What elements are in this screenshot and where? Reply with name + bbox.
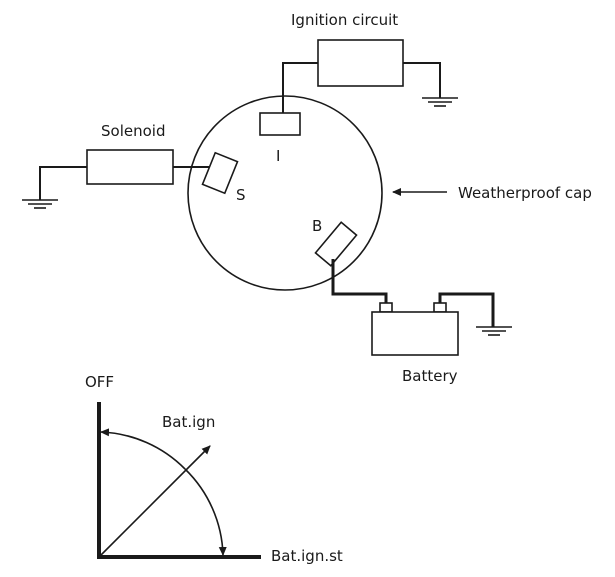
terminal-s (201, 151, 239, 195)
terminal-i (259, 112, 301, 136)
ignition-circuit-box (317, 39, 404, 87)
solenoid-circuit: Solenoid (22, 122, 210, 209)
battery-label: Battery (402, 367, 458, 385)
position-bat-ign-label: Bat.ign (162, 413, 215, 431)
battery-circuit: Battery (331, 259, 512, 385)
ground-icon (422, 97, 458, 107)
terminal-b-label: B (312, 217, 322, 235)
ignition-circuit-label: Ignition circuit (291, 11, 398, 29)
ignition-wire (282, 62, 318, 113)
terminal-s-label: S (236, 186, 246, 204)
ground-icon (22, 199, 58, 209)
terminal-b (314, 221, 358, 267)
switch-body (187, 95, 383, 291)
solenoid-label: Solenoid (101, 122, 165, 140)
battery-negative-wire (438, 292, 495, 327)
ground-icon (476, 326, 512, 336)
position-dial: OFF Bat.ign Bat.ign.st (85, 373, 343, 565)
weatherproof-cap-callout: Weatherproof cap (392, 184, 592, 202)
weatherproof-cap-label: Weatherproof cap (458, 184, 592, 202)
position-bat-ign-st-label: Bat.ign.st (271, 547, 343, 565)
battery-negative-post (433, 302, 447, 313)
ignition-ground-wire (403, 62, 441, 98)
battery-positive-post (379, 302, 393, 313)
battery-box (371, 311, 459, 356)
battery-positive-wire (331, 259, 388, 303)
bat-ign-pointer (98, 445, 211, 558)
solenoid-box (86, 149, 174, 185)
solenoid-ground-wire (39, 166, 87, 200)
ignition-circuit: Ignition circuit (282, 11, 458, 113)
arc-to-off (100, 428, 186, 470)
position-off-label: OFF (85, 373, 114, 391)
terminal-i-label: I (276, 147, 280, 165)
arc-to-start (184, 468, 227, 556)
